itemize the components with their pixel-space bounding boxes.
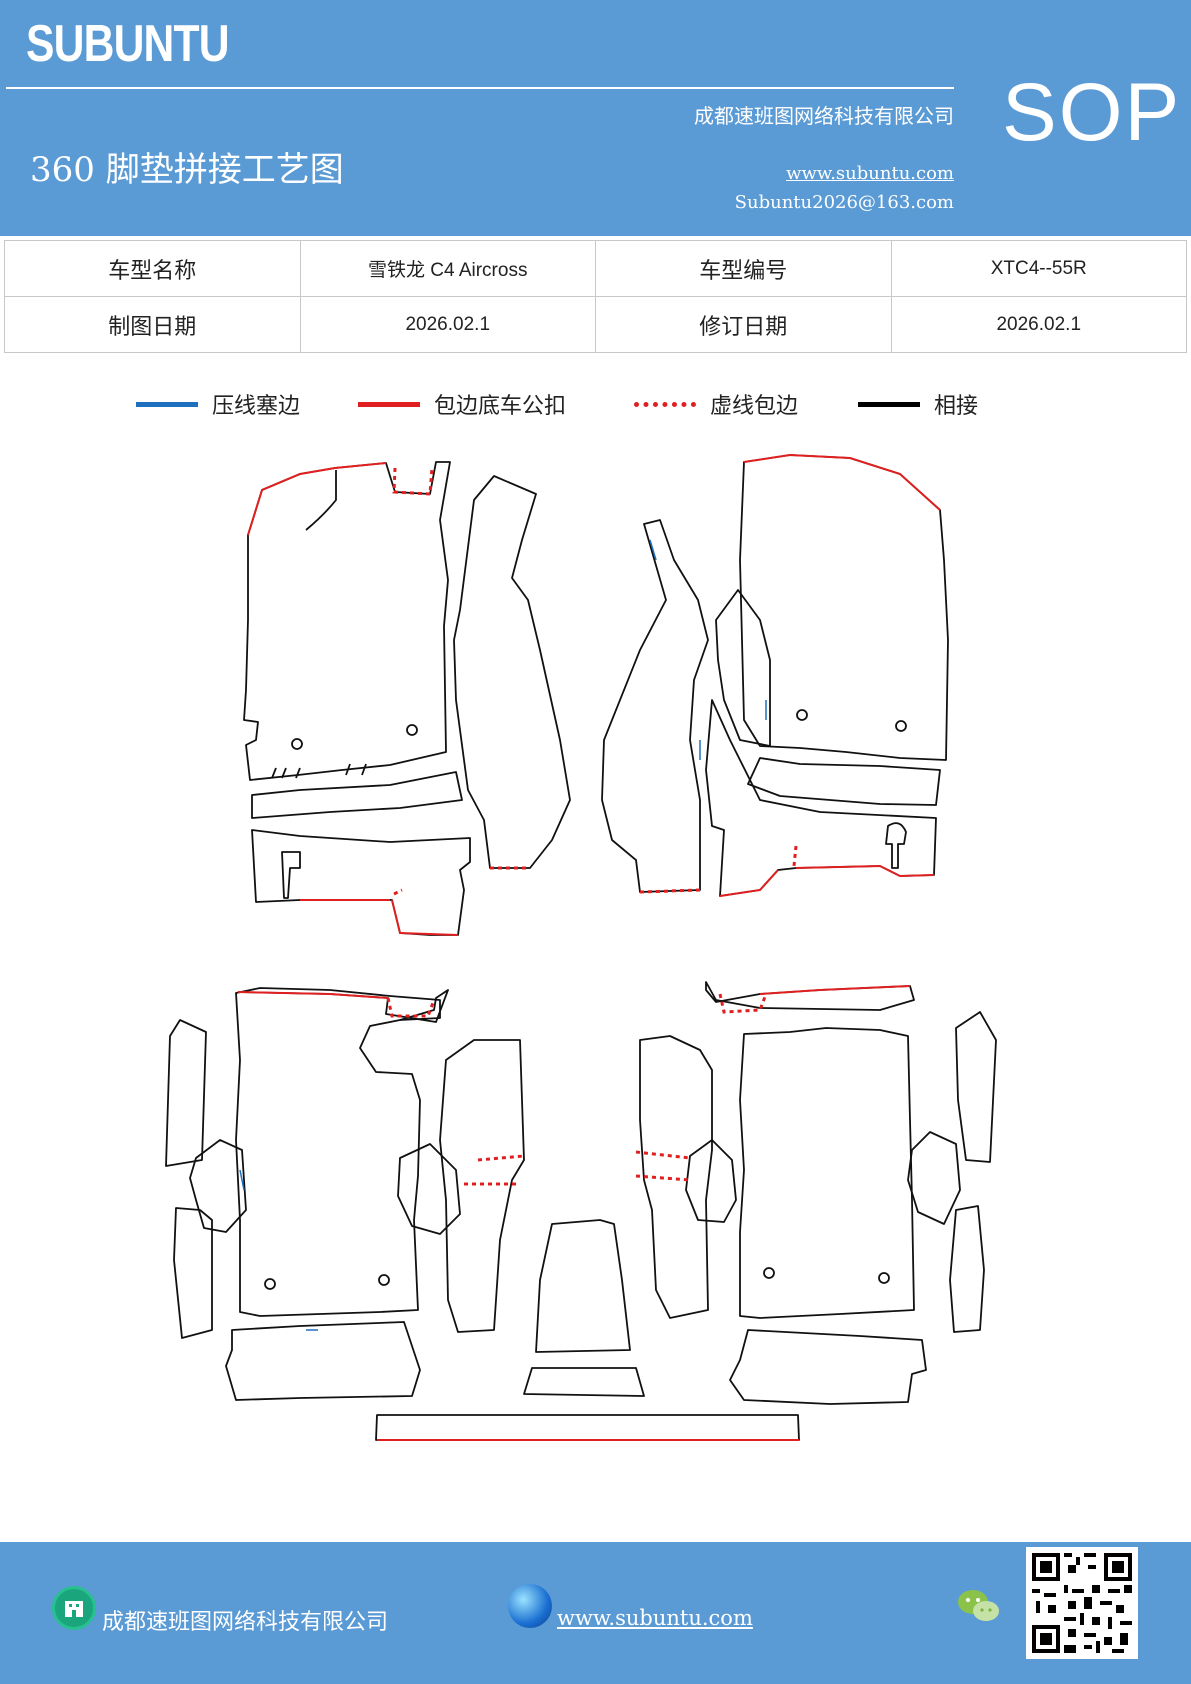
blue-edge-marks [239,539,767,1331]
mat-hook-cutout [885,822,907,869]
mat-hole [878,1272,890,1284]
mat-seat-bracket-right [907,1131,961,1225]
mat-door-strip-left [165,1019,207,1167]
legend-swatch-black [858,401,920,407]
mat-piece-front-left [243,461,451,781]
legend-label: 相接 [934,394,979,419]
globe-icon [508,1584,552,1628]
mat-heel-piece [251,829,471,936]
legend-label: 压线塞边 [212,394,301,419]
legend-swatch-red-dotted [634,401,696,407]
legend-item-dotted-edge: 虚线包边 [634,384,798,424]
mat-side-pillar-left [453,475,571,869]
qr-code-icon [1026,1547,1138,1659]
revision-date-label: 修订日期 [595,296,892,353]
mat-seat-bracket-left [189,1139,247,1233]
mat-hole [895,720,907,732]
mat-seat-bracket-center-right [685,1139,737,1223]
mat-tunnel-right [639,1035,713,1319]
red-dotted-edge-lines [386,467,798,1186]
mat-rear-right [739,1027,915,1319]
model-name-value: 雪铁龙 C4 Aircross [299,240,596,297]
mat-hole [291,738,303,750]
legend-item-edge-buckle: 包边底车公扣 [358,384,566,424]
mat-center-strip [523,1367,645,1397]
revision-date-value: 2026.02.1 [890,296,1187,353]
table-row: 制图日期 2026.02.1 修订日期 2026.02.1 [4,296,1187,353]
brand-logo: SUBUNTU [26,15,230,73]
mat-center-tunnel [535,1219,631,1353]
page-header: SUBUNTU 成都速班图网络科技有限公司 SOP 360 脚垫拼接工艺图 ww… [0,0,1191,236]
mat-strip-right-1 [747,757,941,806]
mat-seat-bracket-center-left [397,1143,461,1235]
model-code-label: 车型编号 [595,240,892,297]
page-footer: 成都速班图网络科技有限公司 www.subuntu.com [0,1542,1191,1684]
mat-door-strip-right-lower [949,1205,985,1333]
mat-hole [763,1267,775,1279]
mat-strip-upper [251,771,463,819]
draw-date-value: 2026.02.1 [299,296,596,353]
legend-label: 包边底车公扣 [434,394,567,419]
sop-badge: SOP [1002,67,1182,158]
model-code-value: XTC4--55R [890,240,1187,297]
mat-door-strip-right [955,1011,997,1163]
mat-notch-mark [271,763,367,779]
mat-side-pillar-right [601,519,709,893]
mat-rear-lower-right [729,1329,927,1405]
wechat-icon [957,1586,1001,1626]
floor-mat-diagram [165,453,997,1441]
mat-piece-front-right [739,454,949,761]
mat-wedge-right [715,589,771,747]
header-email: Subuntu2026@163.com [734,192,954,213]
legend-swatch-red [358,401,420,407]
mat-hole [264,1278,276,1290]
legend-item-joined: 相接 [858,384,978,424]
mat-door-strip-left-lower [173,1207,213,1339]
legend-item-press-line: 压线塞边 [136,384,300,424]
mat-long-bar [375,1414,800,1441]
mat-rear-right-strip [705,981,915,1011]
mat-hole [796,709,808,721]
mat-hole [378,1274,390,1286]
legend-swatch-blue [136,401,198,407]
vehicle-info-table: 车型名称 雪铁龙 C4 Aircross 车型编号 XTC4--55R 制图日期… [4,240,1187,353]
model-name-label: 车型名称 [4,240,301,297]
mat-rear-left [235,987,441,1317]
mat-tunnel-left [439,1039,525,1333]
mat-small-tab [281,851,301,899]
header-website-link[interactable]: www.subuntu.com [786,163,954,184]
header-divider [6,87,954,89]
mat-rear-lower-left [225,1321,421,1401]
document-title: 360 脚垫拼接工艺图 [30,150,344,190]
header-company: 成都速班图网络科技有限公司 [694,104,954,128]
footer-website-link[interactable]: www.subuntu.com [557,1606,753,1630]
table-row: 车型名称 雪铁龙 C4 Aircross 车型编号 XTC4--55R [4,240,1187,297]
mat-hole [406,724,418,736]
building-icon [52,1586,96,1630]
draw-date-label: 制图日期 [4,296,301,353]
mat-inner-line [305,470,337,531]
red-edge-lines [237,453,941,1441]
legend-label: 虚线包边 [710,394,799,419]
footer-company: 成都速班图网络科技有限公司 [102,1610,389,1635]
legend: 压线塞边 包边底车公扣 虚线包边 相接 [0,384,1191,424]
